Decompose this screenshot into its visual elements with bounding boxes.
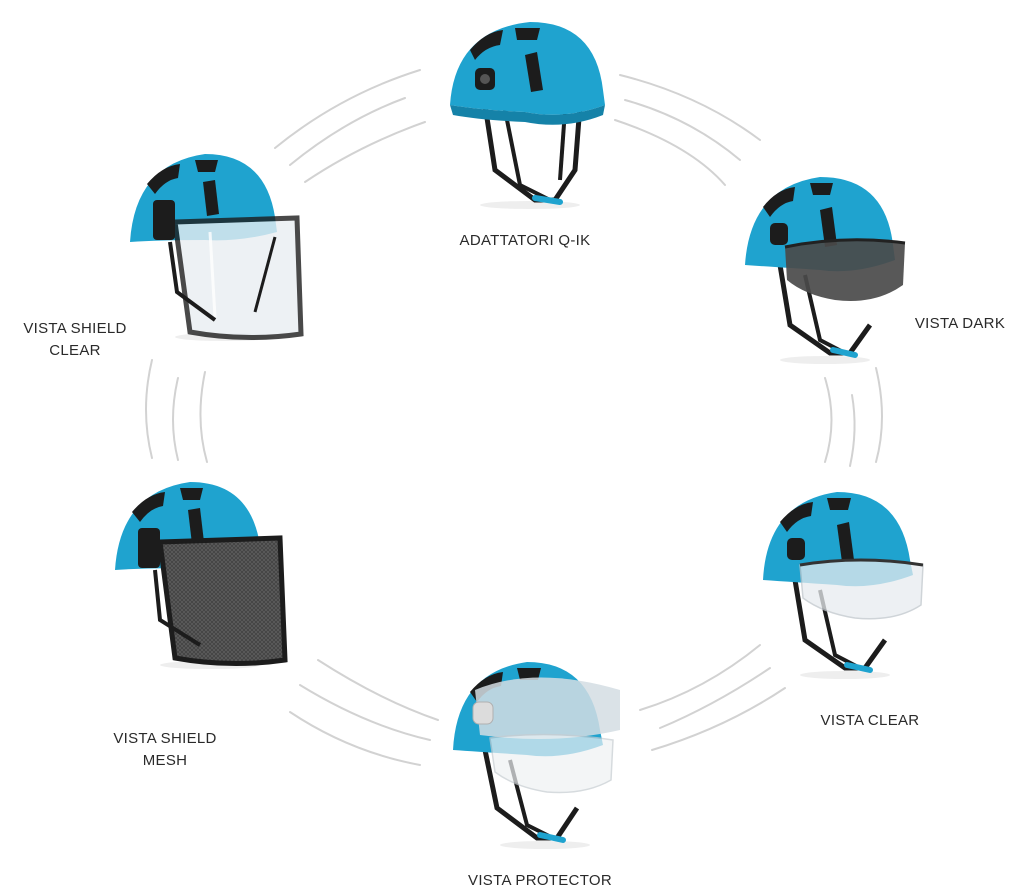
item-label-vista-dark: VISTA DARK [914,315,1006,332]
arc-bottom-right-2 [659,667,771,729]
arc-top-left-3 [304,121,426,183]
arc-top-right-1 [619,74,761,141]
arc-left-2 [172,377,179,461]
helmet-dark-visor-icon [745,177,906,364]
helmet-mesh-shield-icon [115,482,288,669]
arc-right-1 [824,377,833,463]
helmet-clear-shield-icon [130,154,304,341]
item-label-vista-shield-clear: VISTA SHIELD CLEAR [23,320,127,359]
arc-bottom-right-1 [639,644,761,711]
arc-bottom-right-3 [651,687,786,751]
helmet-clear-visor-icon [763,492,924,679]
item-label-vista-protector: VISTA PROTECTOR [468,872,612,889]
arc-bottom-left-1 [317,659,439,721]
arc-top-right-3 [614,119,726,186]
arc-left-3 [199,371,208,463]
arc-bottom-left-3 [289,711,421,766]
arc-right-3 [875,367,883,463]
arc-top-left-2 [289,97,406,166]
helmet-icon [450,22,605,209]
arc-top-left-1 [274,69,421,149]
helmet-protector-visor-icon [453,662,620,849]
arc-top-right-2 [624,99,741,161]
item-label-vista-clear: VISTA CLEAR [820,712,920,729]
item-label-vista-shield-mesh: VISTA SHIELD MESH [113,730,217,769]
arc-left-1 [145,359,153,459]
item-label-adattatori: ADATTATORI Q-IK [459,232,591,249]
arc-right-2 [849,394,856,467]
arc-bottom-left-2 [299,684,431,741]
